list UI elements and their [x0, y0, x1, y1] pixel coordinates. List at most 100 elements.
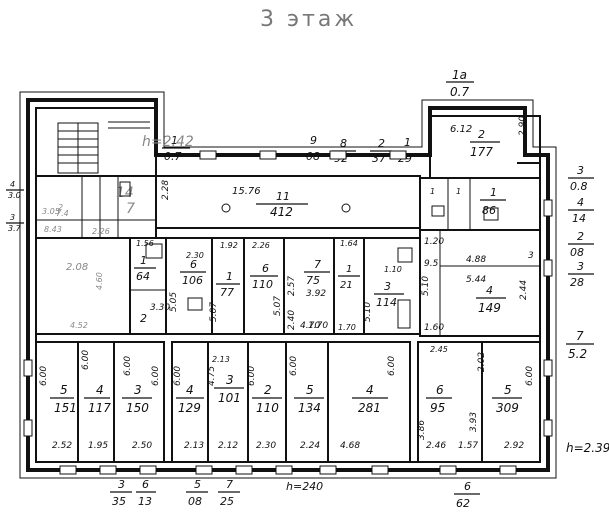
svg-text:8.43: 8.43 — [44, 225, 62, 234]
svg-text:8: 8 — [340, 137, 347, 150]
svg-text:75: 75 — [306, 274, 320, 287]
svg-text:3: 3 — [384, 280, 391, 293]
svg-text:5.07: 5.07 — [273, 296, 283, 316]
svg-text:6.00: 6.00 — [173, 366, 183, 386]
height-label-right: h=2.39 — [566, 441, 609, 455]
svg-text:9: 9 — [310, 134, 317, 147]
svg-text:3.93: 3.93 — [469, 412, 479, 432]
svg-text:6: 6 — [262, 262, 269, 275]
svg-text:5: 5 — [60, 383, 68, 397]
stair-seven: 7 — [126, 201, 135, 217]
svg-text:6.00: 6.00 — [525, 366, 535, 386]
svg-text:2.57: 2.57 — [287, 276, 297, 296]
svg-text:11: 11 — [276, 190, 290, 203]
svg-text:1а: 1а — [452, 68, 467, 82]
svg-text:1: 1 — [490, 186, 497, 199]
svg-text:412: 412 — [270, 205, 293, 219]
svg-text:5.05: 5.05 — [169, 292, 179, 312]
svg-text:6: 6 — [436, 383, 444, 397]
svg-text:101: 101 — [218, 391, 241, 405]
svg-text:2.52: 2.52 — [52, 441, 72, 451]
windows — [23, 150, 553, 475]
svg-text:2: 2 — [58, 203, 63, 212]
svg-text:1.95: 1.95 — [88, 441, 108, 451]
svg-text:2.45: 2.45 — [430, 345, 448, 354]
svg-text:4: 4 — [96, 383, 104, 397]
svg-text:4: 4 — [10, 180, 15, 189]
svg-text:281: 281 — [358, 401, 381, 415]
svg-text:3.86: 3.86 — [417, 420, 427, 440]
svg-text:08: 08 — [188, 495, 202, 508]
svg-text:1.64: 1.64 — [340, 239, 358, 248]
svg-text:4.70: 4.70 — [300, 321, 320, 331]
svg-text:3: 3 — [118, 478, 125, 491]
height-label-top: h=2.42 — [142, 134, 194, 150]
corridor-top-labels: 1 0.7 9 08 8 92 2 37 1 29 — [162, 134, 412, 165]
bottom-labels: 3 35 6 13 5 08 7 25 h=240 6 62 — [110, 478, 480, 510]
svg-text:2.92: 2.92 — [504, 441, 524, 451]
svg-text:4.75: 4.75 — [207, 366, 217, 386]
svg-text:1: 1 — [226, 270, 233, 283]
svg-text:6.00: 6.00 — [123, 356, 133, 376]
svg-text:3.0: 3.0 — [8, 191, 21, 200]
svg-text:62: 62 — [456, 497, 470, 510]
svg-text:7: 7 — [576, 329, 584, 343]
svg-text:21: 21 — [340, 280, 353, 291]
svg-text:2.28: 2.28 — [161, 180, 171, 200]
svg-text:5.2: 5.2 — [568, 347, 587, 361]
svg-text:3.05: 3.05 — [42, 207, 60, 216]
svg-text:1.20: 1.20 — [424, 237, 444, 247]
svg-text:134: 134 — [298, 401, 321, 415]
svg-text:2.12: 2.12 — [218, 441, 238, 451]
svg-text:4.60: 4.60 — [95, 272, 104, 290]
stairwell — [35, 107, 157, 177]
svg-text:2: 2 — [140, 312, 147, 325]
svg-text:1.10: 1.10 — [384, 265, 402, 274]
svg-text:1: 1 — [404, 136, 411, 149]
svg-text:6.00: 6.00 — [39, 366, 49, 386]
svg-text:4: 4 — [366, 383, 374, 397]
svg-text:4.88: 4.88 — [466, 255, 486, 265]
svg-text:4.68: 4.68 — [340, 441, 360, 451]
svg-text:86: 86 — [482, 204, 496, 217]
svg-text:7: 7 — [314, 258, 321, 271]
right-upper-rooms: 1 86 1 1 — [419, 177, 541, 231]
svg-text:177: 177 — [470, 145, 493, 159]
svg-text:2.30: 2.30 — [186, 251, 204, 260]
svg-text:114: 114 — [376, 296, 397, 309]
svg-text:0.8: 0.8 — [570, 180, 588, 193]
svg-text:5: 5 — [194, 478, 201, 491]
svg-text:2.08: 2.08 — [66, 262, 88, 273]
svg-text:5.44: 5.44 — [466, 275, 486, 285]
svg-text:3.7: 3.7 — [8, 224, 22, 233]
svg-text:3: 3 — [134, 383, 142, 397]
svg-text:1: 1 — [171, 134, 178, 147]
svg-text:2.44: 2.44 — [519, 280, 529, 300]
svg-text:4: 4 — [577, 196, 584, 209]
svg-text:13: 13 — [138, 495, 152, 508]
svg-text:2.24: 2.24 — [300, 441, 320, 451]
stair-number: 14 — [116, 185, 134, 201]
right-side-labels: 3 0.8 4 14 2 08 3 28 7 5.2 h=2.39 — [566, 164, 609, 455]
svg-text:3: 3 — [577, 260, 584, 273]
room-left-gray: 2.08 4.60 4.52 — [35, 237, 131, 335]
svg-text:14: 14 — [572, 212, 586, 225]
svg-text:5.10: 5.10 — [421, 276, 431, 296]
svg-text:6.00: 6.00 — [289, 356, 299, 376]
svg-text:110: 110 — [256, 401, 279, 415]
svg-text:129: 129 — [178, 401, 201, 415]
svg-text:309: 309 — [496, 401, 519, 415]
svg-text:106: 106 — [182, 274, 203, 287]
svg-text:2.90: 2.90 — [518, 116, 528, 136]
svg-text:7.4: 7.4 — [56, 209, 69, 218]
svg-text:6: 6 — [142, 478, 149, 491]
svg-text:6.12: 6.12 — [450, 124, 472, 135]
svg-text:1.70: 1.70 — [338, 323, 356, 332]
svg-text:2: 2 — [378, 137, 385, 150]
svg-text:2: 2 — [478, 128, 485, 141]
svg-text:08: 08 — [570, 246, 584, 259]
svg-text:151: 151 — [54, 401, 77, 415]
height-label-bottom: h=240 — [286, 480, 323, 493]
svg-text:2.46: 2.46 — [426, 441, 446, 451]
